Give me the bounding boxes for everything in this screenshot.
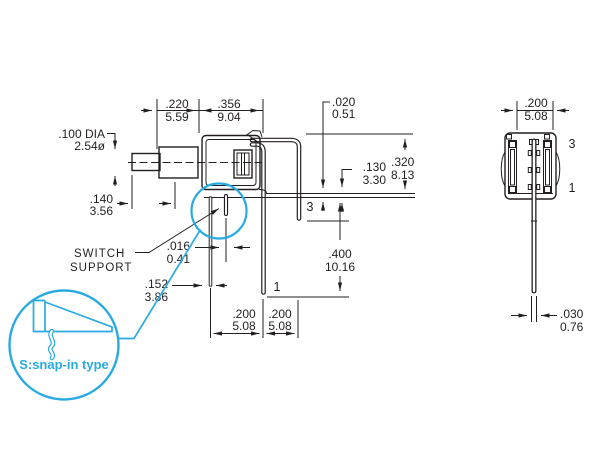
dim-dia-inch: .100 DIA xyxy=(58,127,105,141)
side-view: 3 1 xyxy=(500,132,576,294)
rail-screw xyxy=(509,141,516,148)
pin-nub xyxy=(527,150,532,156)
dia-leader-top xyxy=(107,133,118,149)
snap-in-wedge-detail xyxy=(32,299,113,333)
dim-plunger-inch: .140 xyxy=(90,192,114,206)
dim-bodyh-mm: 8.13 xyxy=(391,168,415,182)
callout-small-circle xyxy=(190,182,248,240)
rail-slot xyxy=(510,149,515,186)
snap-in-type-label: S:snap-in type xyxy=(19,357,109,372)
dim-support-th-mm: 0.41 xyxy=(167,252,191,266)
dim-bracket-inch: .020 xyxy=(332,95,356,109)
bracket-upper-line xyxy=(258,189,415,194)
dim-bracket-mm: 0.51 xyxy=(332,107,356,121)
side-pin3-label: 3 xyxy=(569,137,576,151)
switch-support-label-line1: SWITCH xyxy=(74,248,125,260)
side-body xyxy=(504,132,557,200)
dim-pinw-mm: 0.76 xyxy=(560,320,584,334)
rail-screw xyxy=(509,186,516,193)
detail-callout: S:snap-in type xyxy=(8,182,248,401)
pin-nub xyxy=(536,184,541,190)
side-corner-tab xyxy=(544,134,550,140)
switch-support-leader xyxy=(135,208,220,253)
side-rail-left xyxy=(508,140,517,194)
dim-bodyw-inch: .356 xyxy=(217,97,241,111)
rail-slot xyxy=(545,149,550,186)
dim-stub-inch: .220 xyxy=(165,97,189,111)
contact-block-outer xyxy=(233,149,253,179)
dim-sidew-inch: .200 xyxy=(524,96,548,110)
contact-block-inner xyxy=(236,152,250,176)
side-bump-left xyxy=(500,151,506,187)
rail-screw xyxy=(544,186,551,193)
dim-dia-mm: 2.54ø xyxy=(74,139,105,153)
dim-pinw-inch: .030 xyxy=(560,307,584,321)
callout-connector-line xyxy=(117,229,202,340)
dim-pitch-a-mm: 5.08 xyxy=(232,319,256,333)
pin-nub xyxy=(527,184,532,190)
pin-nub xyxy=(536,150,541,156)
pin1-wire xyxy=(249,142,266,295)
pin-nub xyxy=(536,167,541,173)
switch-support-label-line2: SUPPORT xyxy=(70,262,132,274)
arrow-line xyxy=(339,169,352,187)
dim-stub-mm: 5.59 xyxy=(165,110,189,124)
dim-pinlong-mm: 10.16 xyxy=(325,260,355,274)
dim-pitch-a-inch: .200 xyxy=(232,307,256,321)
front-pin1-label: 1 xyxy=(274,280,281,294)
plunger-stub xyxy=(158,146,199,179)
dim-bodyw-mm: 9.04 xyxy=(217,110,241,124)
front-dimensions: .100 DIA 2.54ø .140 3.56 .220 5.59 .356 … xyxy=(58,95,415,338)
side-pin1-label: 1 xyxy=(569,181,576,195)
switch-body-outer xyxy=(201,134,261,191)
rail-screw xyxy=(544,141,551,148)
dim-bodyh-inch: .320 xyxy=(391,155,415,169)
body-top-tab xyxy=(245,129,263,138)
side-corner-tab xyxy=(506,134,512,140)
dim-pinshort-inch: .130 xyxy=(363,160,387,174)
front-view xyxy=(128,129,415,295)
dim-support-off-inch: .152 xyxy=(145,277,169,291)
dim-pitch-b-mm: 5.08 xyxy=(268,319,292,333)
dim-pitch-b-inch: .200 xyxy=(268,307,292,321)
body-top-tab-hatch xyxy=(247,134,261,144)
callout-detail-circle xyxy=(8,289,120,401)
contact-block-bars xyxy=(241,153,245,175)
plunger-shaft xyxy=(131,152,161,172)
side-bump-right xyxy=(555,151,561,187)
dim-support-th-inch: .016 xyxy=(167,239,191,253)
side-dimensions: .200 5.08 .030 0.76 xyxy=(501,96,584,334)
front-pin3-label: 3 xyxy=(307,200,314,214)
dim-pinshort-mm: 3.30 xyxy=(363,173,387,187)
arrow-line xyxy=(320,101,330,188)
dim-plunger-mm: 3.56 xyxy=(90,204,114,218)
pin3-wire xyxy=(249,137,302,221)
side-rail-right xyxy=(543,140,552,194)
dim-pinlong-inch: .400 xyxy=(328,247,352,261)
dim-sidew-mm: 5.08 xyxy=(524,109,548,123)
pin-nub xyxy=(527,167,532,173)
